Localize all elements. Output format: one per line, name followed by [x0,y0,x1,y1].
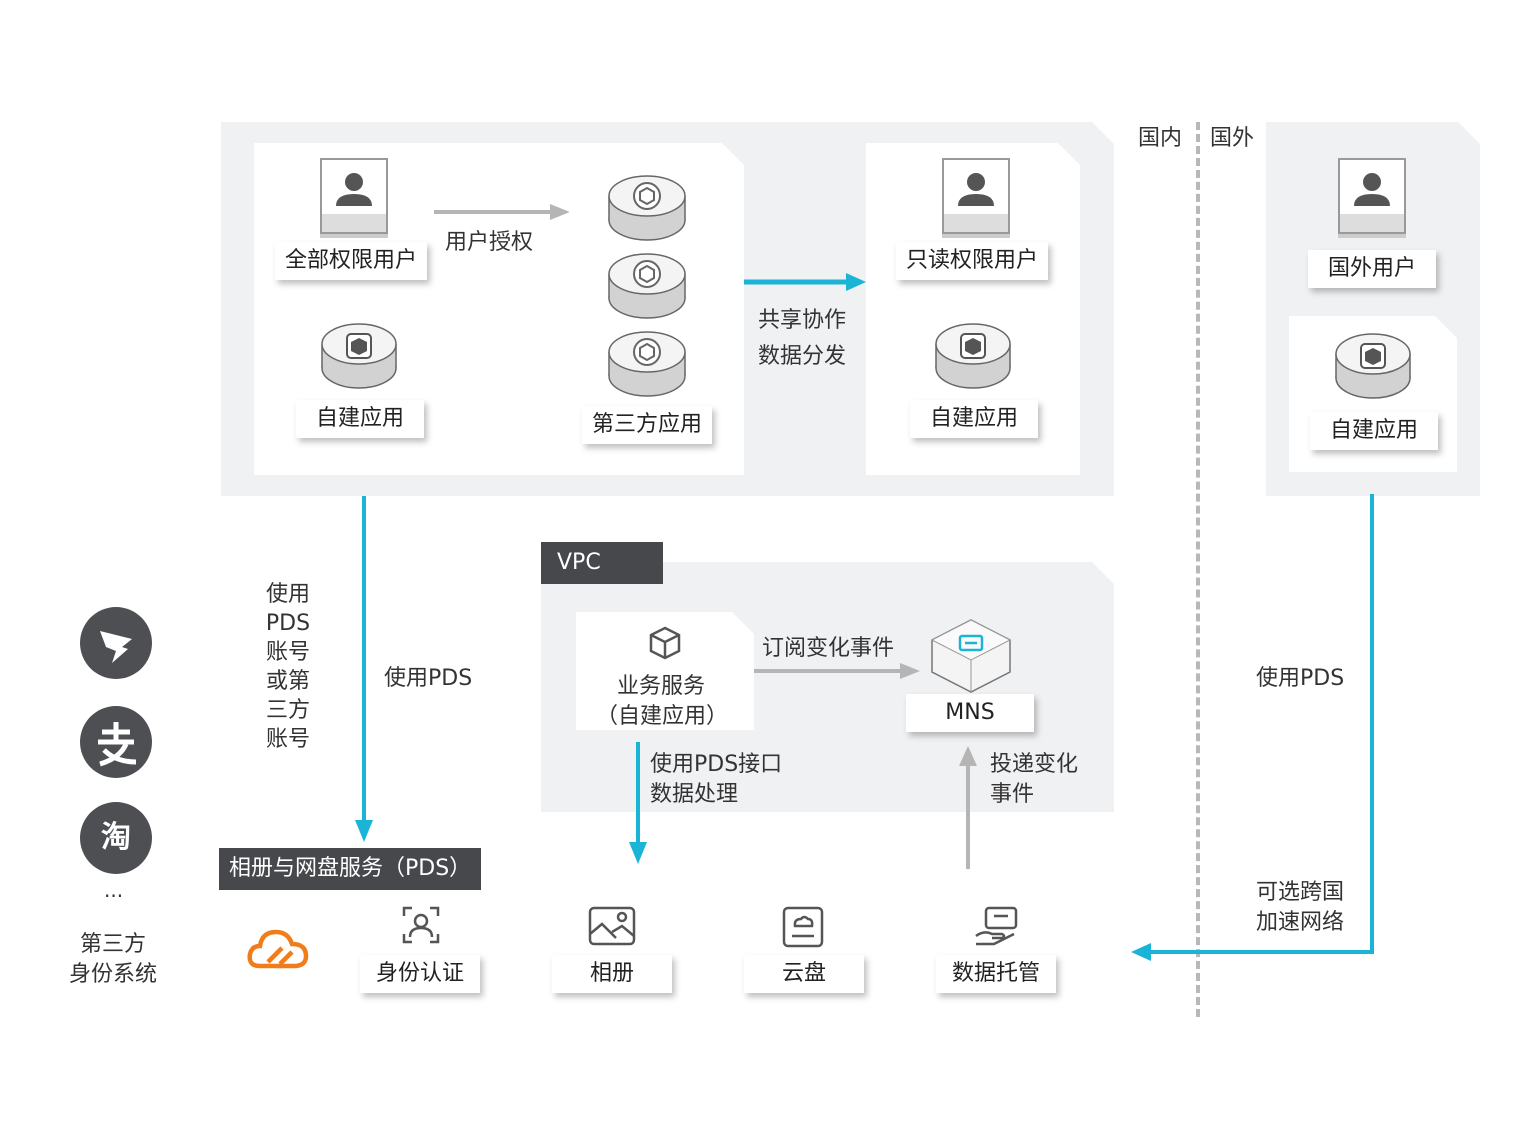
overseas-flow-arrow [1131,494,1374,961]
account-note-line: 账号 [265,727,310,752]
share-label-line1: 共享协作 [758,308,847,333]
business-service-card [576,612,754,730]
pds-title: 相册与网盘服务（PDS） [219,848,482,890]
overseas-app-label: 自建应用 [1310,412,1438,450]
share-arrow [744,273,866,291]
dingtalk-icon [80,607,152,679]
overseas-user-label: 国外用户 [1308,250,1436,288]
album-icon [588,906,636,950]
overseas-use-pds-label: 使用PDS [1256,666,1345,691]
pds-item-identity: 身份认证 [360,955,480,993]
readonly-user-label: 只读权限用户 [896,242,1048,280]
third-app-disk-icon-3 [607,322,687,404]
identity-title-line1: 第三方 [80,932,147,957]
subscribe-arrow [754,663,920,679]
identity-ellipsis: ... [104,878,124,902]
readonly-user-avatar-icon [942,158,1010,234]
vpc-label: VPC [541,542,663,584]
identity-auth-icon [402,906,440,948]
deliver-up-arrow [959,746,977,870]
full-user-avatar-icon [320,158,388,234]
grant-arrow [434,204,570,220]
mns-icon [928,616,1014,700]
pds-item-cloud-disk: 云盘 [744,955,864,993]
self-app-1-disk-icon [320,316,398,396]
deliver-label-line2: 事件 [990,782,1035,807]
cloud-disk-icon [782,906,824,952]
business-service-line2: （自建应用） [596,704,729,729]
pds-item-album: 相册 [552,955,672,993]
subscribe-label: 订阅变化事件 [762,636,895,661]
full-user-label: 全部权限用户 [275,242,427,280]
data-hosting-icon [974,906,1022,952]
account-note-line: 或第 [265,669,310,694]
share-label-line2: 数据分发 [758,344,847,369]
identity-title-line2: 身份系统 [69,962,158,987]
accel-label-line1: 可选跨国 [1256,880,1345,905]
left-use-pds-label: 使用PDS [384,666,473,691]
mns-label: MNS [906,694,1034,732]
deliver-label-line1: 投递变化 [990,752,1079,777]
overseas-label: 国外 [1210,126,1255,151]
overseas-app-disk-icon [1334,326,1412,406]
left-down-arrow [355,496,373,842]
self-app-2-disk-icon [934,316,1012,396]
api-label-line2: 数据处理 [650,782,739,807]
account-note-line: PDS [265,611,311,636]
accel-label-line2: 加速网络 [1256,910,1345,935]
taobao-icon: 淘 [80,802,152,874]
domestic-label: 国内 [1138,126,1183,151]
alipay-icon [80,706,152,778]
cube-icon [648,626,682,664]
self-app-1-label: 自建应用 [296,400,424,438]
account-note-line: 使用 [265,582,310,607]
account-note-line: 账号 [265,640,310,665]
pds-item-data-hosting: 数据托管 [936,955,1056,993]
third-app-label: 第三方应用 [582,406,712,444]
account-note-line: 三方 [265,698,310,723]
third-app-disk-icon-1 [607,166,687,248]
third-app-disk-icon-2 [607,244,687,326]
overseas-user-avatar-icon [1338,158,1406,234]
api-down-arrow [629,742,647,864]
api-label-line1: 使用PDS接口 [650,752,783,777]
taobao-icon-glyph: 淘 [101,820,131,855]
business-service-line1: 业务服务 [617,674,706,699]
self-app-2-label: 自建应用 [910,400,1038,438]
grant-label: 用户授权 [445,230,534,255]
border-dashed-line [1196,122,1200,1017]
account-note: 使用 PDS 账号 或第 三方 账号 [262,580,314,754]
pds-cloud-logo-icon [246,922,310,980]
